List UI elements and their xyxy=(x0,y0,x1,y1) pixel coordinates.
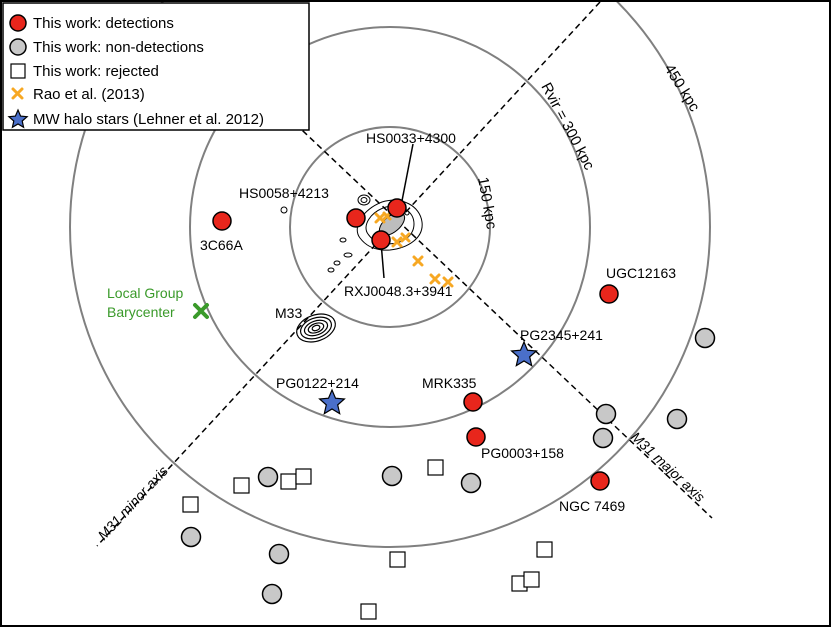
nondetection xyxy=(257,466,279,488)
minor-axis-line xyxy=(96,1,601,547)
nondetection xyxy=(460,472,482,494)
rejected-marker xyxy=(233,477,250,494)
label-barycenter-1: Local Group xyxy=(107,285,183,301)
detection-pg0003 xyxy=(466,427,486,447)
label-pg0122: PG0122+214 xyxy=(276,375,359,391)
rao-marker xyxy=(429,273,441,285)
label-ugc12163: UGC12163 xyxy=(606,265,676,281)
rao-marker xyxy=(442,276,454,288)
rao-marker xyxy=(391,236,403,248)
star-pg2345 xyxy=(510,340,538,367)
legend-box xyxy=(2,2,310,131)
detection-ngc7469 xyxy=(590,471,610,491)
minor-axis-label: M31 minor axis xyxy=(94,463,170,543)
ring-label-150: 150 kpc xyxy=(474,176,500,231)
ring-450kpc xyxy=(69,1,711,548)
legend-label-nondetections: This work: non-detections xyxy=(33,39,204,56)
label-3c66a: 3C66A xyxy=(200,237,243,253)
detection-hs0058 xyxy=(346,208,366,228)
detections xyxy=(212,198,619,491)
legend-label-stars: MW halo stars (Lehner et al. 2012) xyxy=(33,111,264,128)
m33-contours xyxy=(296,313,336,343)
rejected-marker xyxy=(427,459,444,476)
legend-rao-marker xyxy=(11,87,24,100)
major-axis-line xyxy=(229,61,713,519)
rao-marker xyxy=(374,212,386,224)
detection-3c66a xyxy=(212,211,232,231)
rejected-marker xyxy=(280,473,297,490)
rao-marker xyxy=(400,232,411,243)
label-pg2345: PG2345+241 xyxy=(520,327,603,343)
non-detections xyxy=(180,327,716,605)
major-axis-label: M31 major axis xyxy=(628,428,708,504)
legend: This work: detections This work: non-det… xyxy=(2,2,310,131)
rao-markers xyxy=(374,211,454,288)
barycenter-marker xyxy=(193,303,209,319)
legend-nondetection-marker xyxy=(9,38,27,56)
nondetection xyxy=(595,403,617,425)
legend-label-detections: This work: detections xyxy=(33,15,174,32)
legend-label-rejected: This work: rejected xyxy=(33,63,159,80)
label-m33: M33 xyxy=(275,305,302,321)
nondetection xyxy=(694,327,716,349)
ring-300kpc xyxy=(189,26,591,428)
detection-rxj0048 xyxy=(371,230,391,250)
legend-label-rao: Rao et al. (2013) xyxy=(33,86,145,103)
rejected-marker xyxy=(360,603,377,620)
nondetection xyxy=(180,526,202,548)
nondetection xyxy=(381,465,403,487)
ring-label-450: 450 kpc xyxy=(661,61,704,115)
label-hs0058: HS0058+4213 xyxy=(239,185,329,201)
ring-label-300: Rvir = 300 kpc xyxy=(537,80,597,173)
legend-detection-marker xyxy=(9,14,27,32)
detection-hs0033 xyxy=(387,198,407,218)
nondetection xyxy=(666,408,688,430)
rejected-marker xyxy=(389,551,406,568)
rejected-marker xyxy=(536,541,553,558)
leader-hs0033 xyxy=(400,143,414,207)
legend-star-marker xyxy=(7,108,29,129)
rejected-marker xyxy=(295,468,312,485)
rejected xyxy=(182,459,553,620)
label-rxj0048: RXJ0048.3+3941 xyxy=(344,283,453,299)
label-pg0003: PG0003+158 xyxy=(481,445,564,461)
ring-150kpc xyxy=(289,126,491,328)
star-pg0122 xyxy=(318,388,346,415)
rejected-marker xyxy=(523,571,540,588)
label-hs0033: HS0033+4300 xyxy=(366,130,456,146)
rao-marker xyxy=(382,211,392,221)
nondetection xyxy=(261,583,283,605)
label-barycenter-2: Barycenter xyxy=(107,304,175,320)
legend-rejected-marker xyxy=(10,63,26,79)
rao-marker xyxy=(412,255,424,267)
detection-ugc12163 xyxy=(599,284,619,304)
label-mrk335: MRK335 xyxy=(422,375,477,391)
nondetection xyxy=(592,427,614,449)
label-ngc7469: NGC 7469 xyxy=(559,498,625,514)
rejected-marker xyxy=(182,496,199,513)
detection-mrk335 xyxy=(463,392,483,412)
nondetection xyxy=(268,543,290,565)
